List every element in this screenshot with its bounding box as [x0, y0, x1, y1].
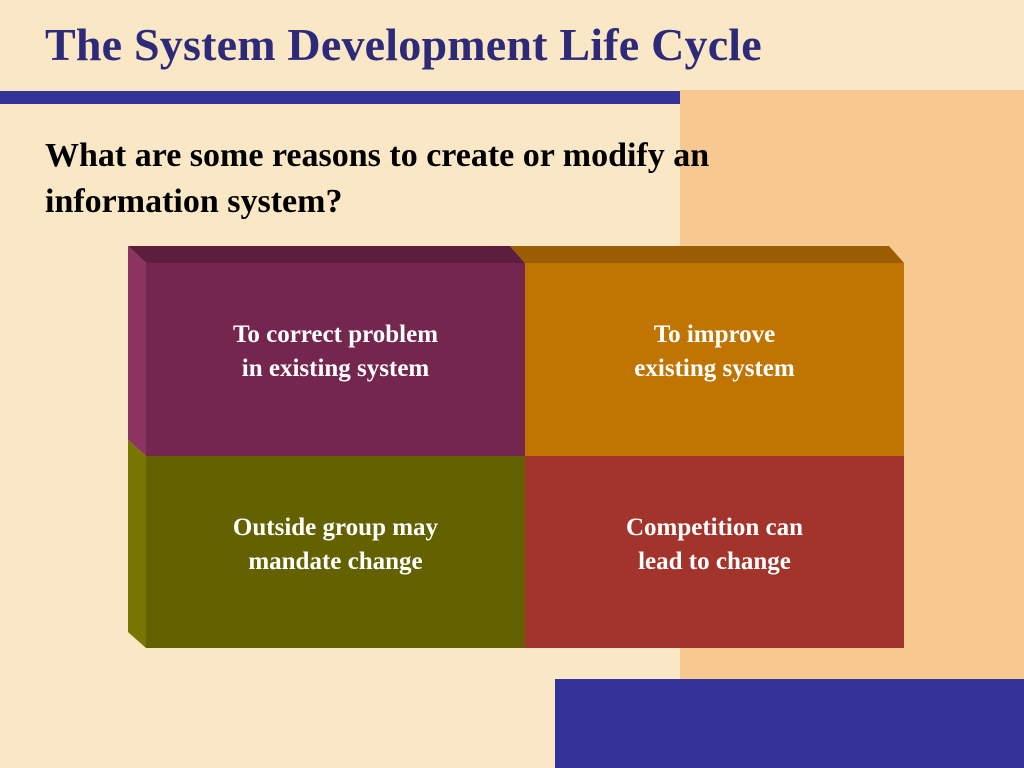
bevel-left-top [128, 246, 146, 456]
reason-label: To correct problem in existing system [232, 321, 439, 382]
bottom-accent-block [555, 679, 1024, 768]
reason-card-competition: Competition can lead to change [525, 456, 904, 648]
slide-question: What are some reasons to create or modif… [45, 137, 710, 220]
reason-label: Outside group may mandate change [232, 513, 439, 575]
title-underline-bar [0, 91, 680, 104]
bevel-left-bottom [128, 440, 146, 648]
reason-label: Competition can lead to change [625, 513, 804, 575]
bevel-top-left [128, 246, 525, 263]
reason-label: To improve existing system [634, 321, 795, 382]
reason-card-outside-group: Outside group may mandate change [146, 456, 525, 648]
reason-card-improve-system: To improve existing system [525, 263, 904, 456]
slide-title: The System Development Life Cycle [45, 19, 762, 70]
bevel-top-right [510, 246, 904, 263]
reason-card-correct-problem: To correct problem in existing system [146, 263, 525, 456]
